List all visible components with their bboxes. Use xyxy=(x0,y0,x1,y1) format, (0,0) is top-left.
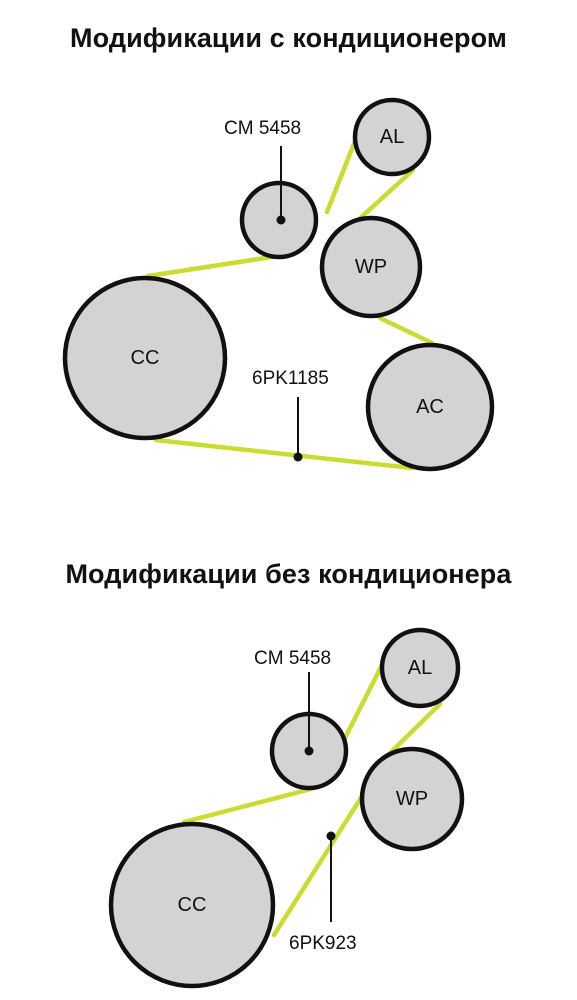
belt-segment xyxy=(181,786,314,825)
pulley-ac-circle xyxy=(365,342,495,472)
belt-segment xyxy=(145,253,281,279)
pulley-wp-circle xyxy=(359,746,465,852)
belt-marker-dot xyxy=(326,831,336,841)
belt-segment xyxy=(153,437,415,471)
tensioner-callout: CM 5458 xyxy=(224,118,301,225)
tensioner-label: CM 5458 xyxy=(254,648,331,669)
pulley-cc-label: CC xyxy=(131,347,160,369)
pulley-wp: WP xyxy=(359,746,465,852)
belt-label: 6PK1185 xyxy=(252,368,329,389)
pulley-wp-label: WP xyxy=(355,256,387,278)
pulley-cc: CC xyxy=(108,821,276,989)
tensioner-center-dot xyxy=(276,215,286,225)
pulley-wp-circle xyxy=(319,215,423,319)
belt-marker-dot xyxy=(293,452,303,462)
belt-segment xyxy=(353,167,416,225)
section-title-without-ac: Модификации без кондиционера xyxy=(65,559,512,589)
pulley-wp-label: WP xyxy=(396,788,428,810)
pulley-al-label: AL xyxy=(408,657,432,679)
pulley-cc: CC xyxy=(62,275,228,441)
pulley-al-label: AL xyxy=(380,126,404,148)
tensioner-center-dot xyxy=(304,746,314,756)
belt-callout: 6PK923 xyxy=(289,831,357,954)
belt-segment xyxy=(341,660,386,743)
pulley-al: AL xyxy=(379,627,461,709)
pulley-al: AL xyxy=(352,97,432,177)
pulley-al-circle xyxy=(379,627,461,709)
belt-callout: 6PK1185 xyxy=(252,368,329,462)
tensioner-callout: CM 5458 xyxy=(254,648,331,756)
pulley-wp: WP xyxy=(319,215,423,319)
belt-segment xyxy=(324,133,360,215)
belt-diagram-with-ac: AL WP CC AC CM 5458 6PK1185 xyxy=(62,97,495,472)
pulley-al-circle xyxy=(352,97,432,177)
section-title-with-ac: Модификации с кондиционером xyxy=(70,23,507,53)
belt-diagram-without-ac: AL WP CC CM 5458 6PK923 xyxy=(108,627,465,989)
pulley-ac: AC xyxy=(365,342,495,472)
pulley-cc-label: CC xyxy=(178,894,207,916)
belt-label: 6PK923 xyxy=(289,933,357,954)
belt-path xyxy=(145,133,435,471)
pulley-cc-circle xyxy=(62,275,228,441)
belt-segment xyxy=(377,315,435,346)
pulley-ac-label: AC xyxy=(416,396,444,418)
pulley-cc-circle xyxy=(108,821,276,989)
tensioner-label: CM 5458 xyxy=(224,118,301,139)
